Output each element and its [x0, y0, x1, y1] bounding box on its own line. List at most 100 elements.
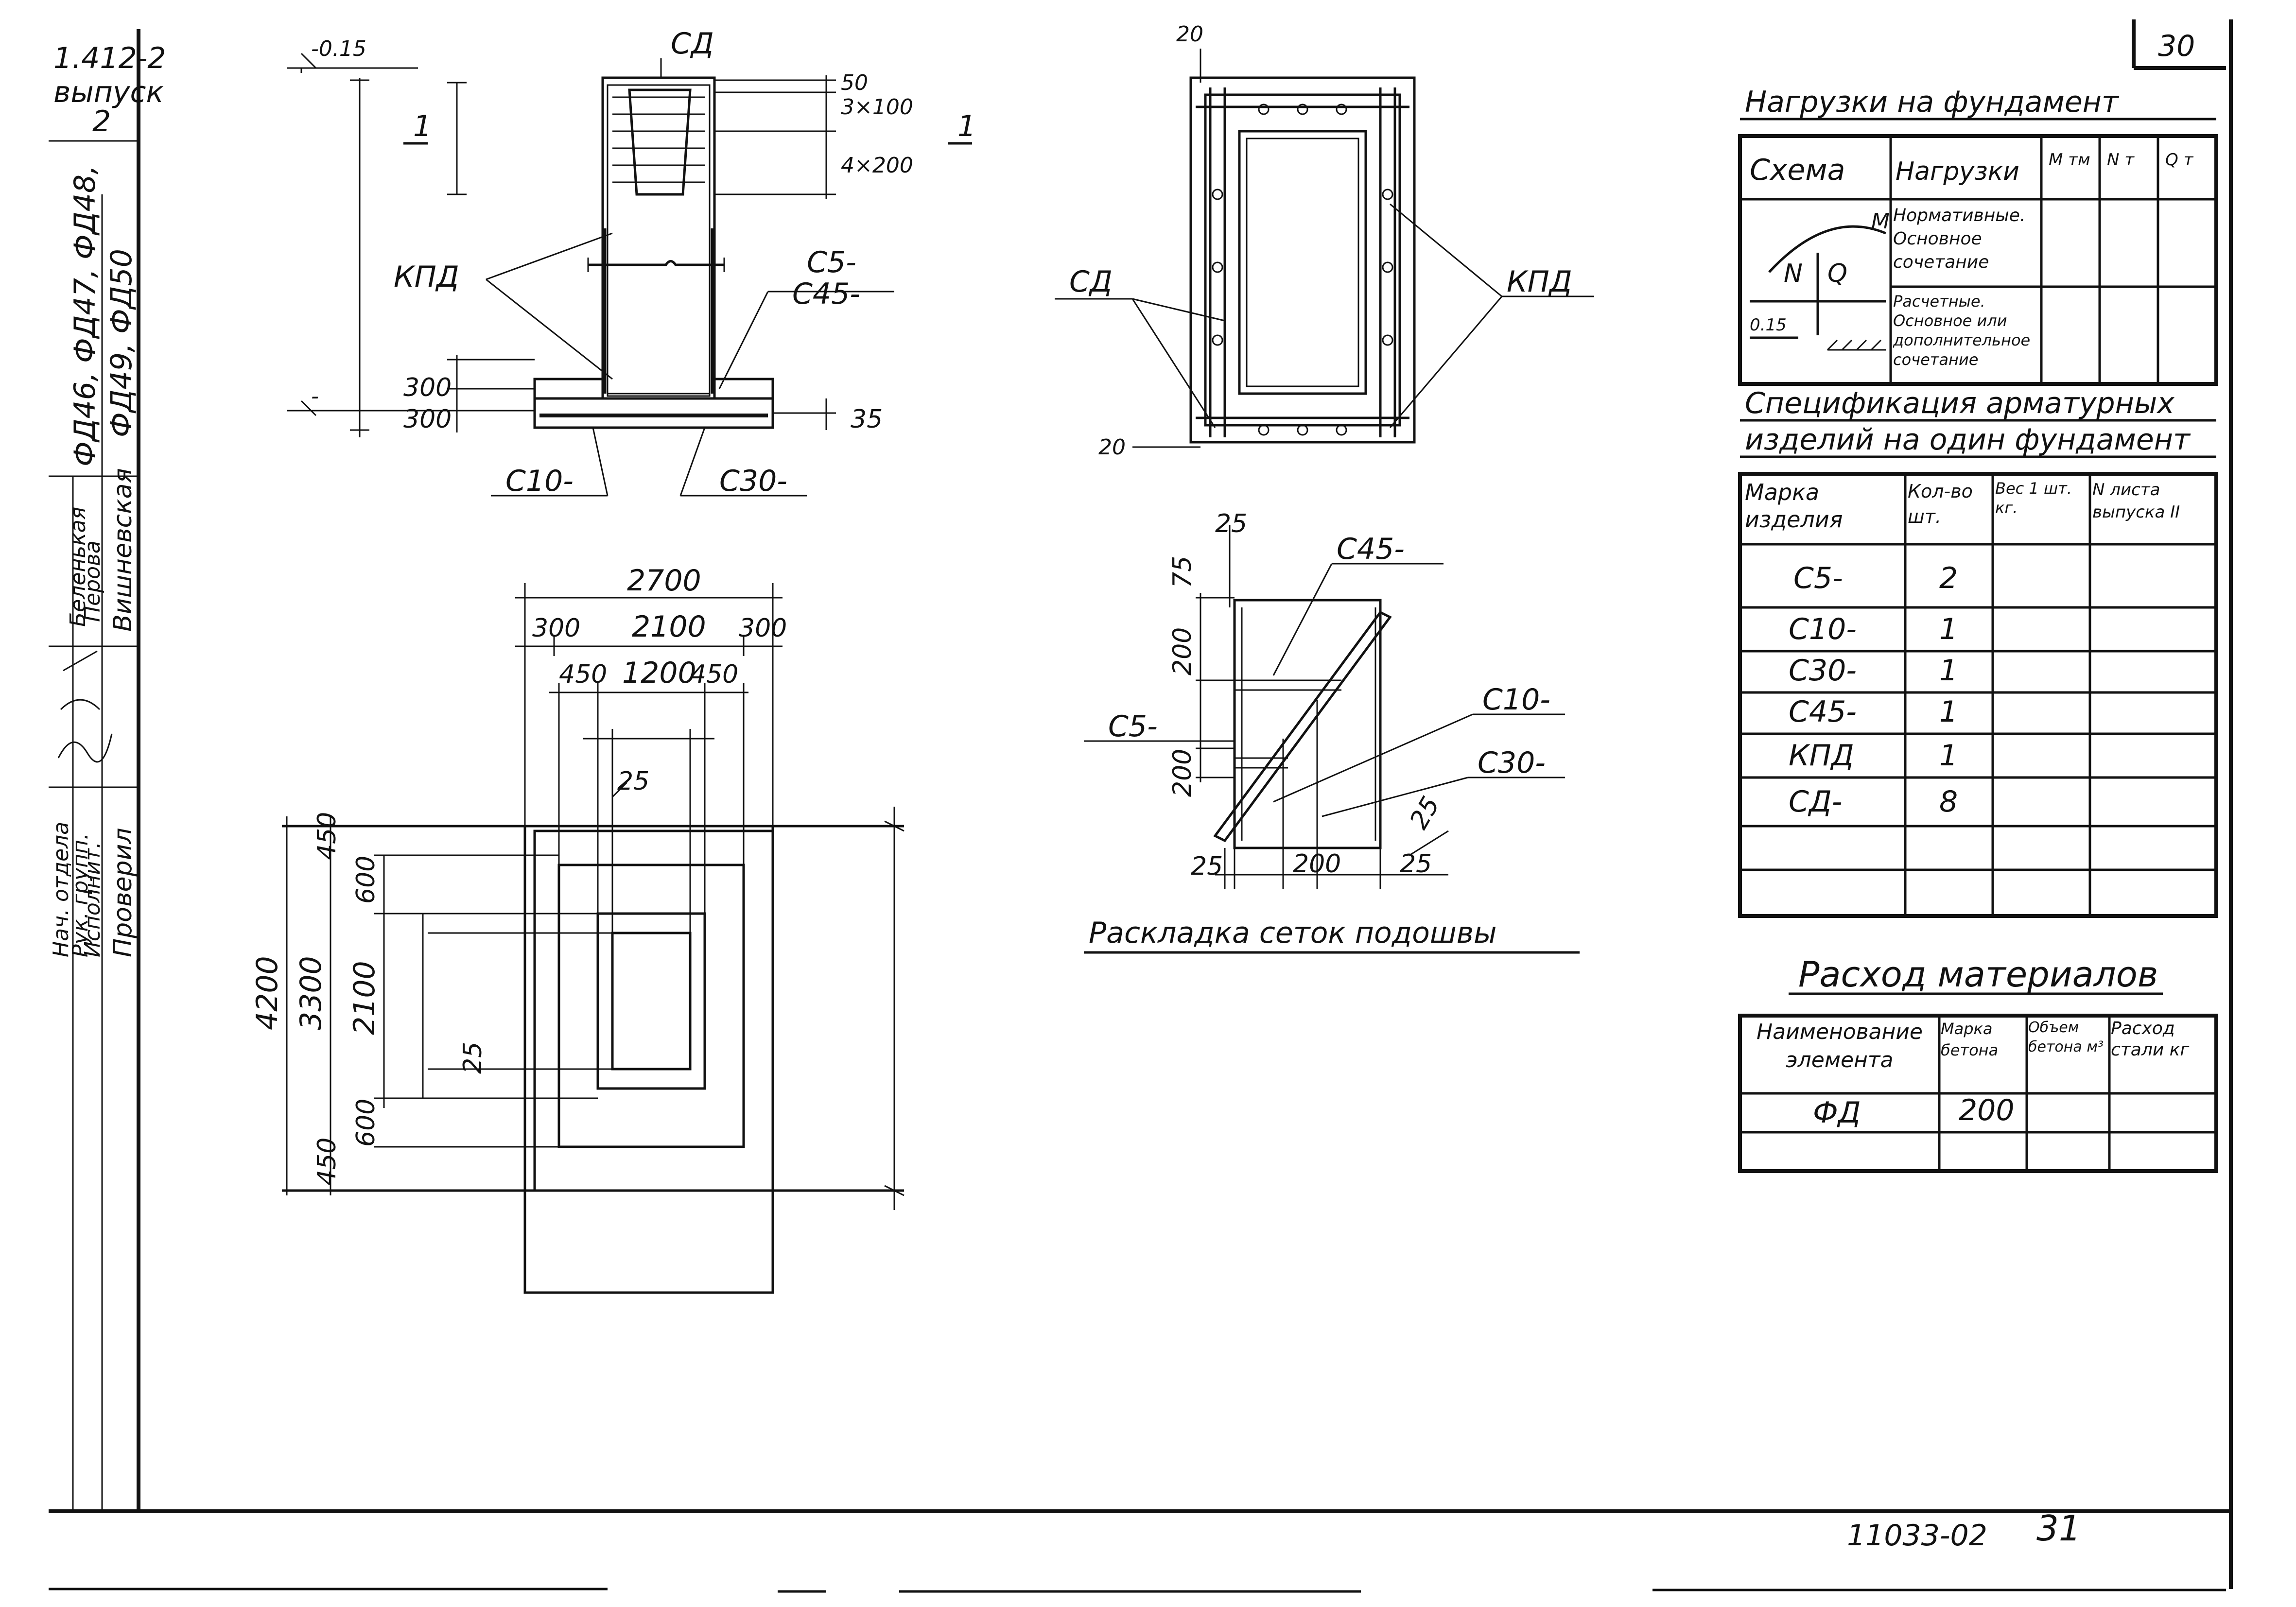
spec-row-1-mark: С5- — [1793, 561, 1843, 595]
stamp-marks-2: ФД49, ФД50 — [104, 249, 139, 437]
loads-table-title: Нагрузки на фундамент — [1745, 85, 2120, 119]
dim-2100-top: 2100 — [632, 610, 706, 644]
label-c5-section: С5- — [807, 245, 856, 279]
materials-header-concrete-volume: Объем бетона м³ — [2028, 1019, 2104, 1055]
dim-75-mesh: 75 — [1168, 556, 1197, 588]
materials-header-concrete-grade: Марка бетона — [1941, 1019, 1999, 1059]
sheet-frame — [49, 19, 2233, 1593]
column-top-detail: 20 20 СД КПД — [1055, 22, 1594, 460]
loads-row-normative: Нормативные. Основное сочетание — [1893, 206, 2026, 272]
loads-header-n: N т — [2107, 150, 2135, 170]
dim-50: 50 — [841, 70, 868, 95]
section-label-right: 1 — [957, 109, 976, 143]
dim-2700: 2700 — [627, 564, 701, 598]
label-c45-section: С45- — [792, 277, 860, 311]
label-sd-top: СД — [671, 27, 714, 61]
label-c5-mesh: С5- — [1108, 709, 1158, 743]
label-c45-mesh: С45- — [1337, 532, 1405, 566]
spec-header-mark: Марка изделия — [1745, 479, 1843, 533]
mesh-layout-title: Раскладка сеток подошвы — [1089, 916, 1497, 950]
loads-row-design: Расчетные. Основное или дополнительное с… — [1893, 292, 2031, 369]
stamp-series: 1.412-2 — [53, 41, 166, 75]
dim-25-plan-left: 25 — [458, 1042, 487, 1074]
loads-header-scheme: Схема — [1750, 153, 1845, 187]
dim-20-bottom: 20 — [1098, 435, 1126, 460]
spec-row-6-mark: СД- — [1789, 785, 1842, 819]
dim-300-right: 300 — [739, 614, 787, 643]
dim-25-plan-top: 25 — [617, 767, 649, 796]
spec-table: Спецификация арматурных изделий на один … — [1738, 386, 2218, 918]
dim-200-mesh-1: 200 — [1168, 627, 1197, 675]
spec-header-sheet: N листа выпуска II — [2092, 480, 2180, 522]
title-stamp: 1.412-2 выпуск 2 ФД46, ФД47, ФД48, ФД49,… — [49, 41, 166, 1511]
scheme-label-q: Q — [1827, 259, 1847, 288]
dim-4x200: 4×200 — [841, 153, 913, 178]
dim-450-plan-top: 450 — [313, 812, 342, 860]
dim-200-mesh-2: 200 — [1168, 749, 1197, 797]
stamp-issue-number: 2 — [92, 104, 111, 138]
scheme-label-m: M — [1871, 209, 1890, 234]
stamp-role-3: Исполнит. — [80, 842, 105, 957]
spec-header-qty: Кол-во шт. — [1908, 481, 1973, 527]
spec-row-2-mark: С10- — [1789, 612, 1857, 646]
spec-row-3-mark: С30- — [1789, 654, 1857, 688]
spec-row-4-qty: 1 — [1939, 695, 1958, 729]
spec-row-3-qty: 1 — [1939, 654, 1958, 688]
section-view: -0.15 - СД 1 1 — [287, 27, 976, 498]
load-scheme-sketch: M N Q 0.15 — [1750, 209, 1890, 351]
label-c10-section: С10- — [505, 464, 574, 498]
label-c10-mesh: С10- — [1482, 683, 1550, 717]
label-kpd-section: КПД — [394, 260, 459, 294]
materials-row-1-grade: 200 — [1959, 1093, 2015, 1127]
stamp-name-1: Беленькая — [66, 507, 90, 627]
loads-header-loads: Нагрузки — [1896, 157, 2019, 186]
spec-row-5-qty: 1 — [1939, 739, 1958, 773]
mesh-layout: С45- С5- С10- С30- 25 75 200 200 25 200 … — [1084, 509, 1580, 954]
materials-header-element: Наименование элемента — [1757, 1019, 1923, 1072]
stamp-name-3: Вишневская — [108, 468, 138, 632]
label-c30-mesh: С30- — [1478, 746, 1546, 780]
dim-450-left: 450 — [559, 660, 607, 689]
label-sd-detail: СД — [1069, 265, 1113, 299]
stamp-role-1: Нач. отдела — [49, 822, 73, 957]
spec-header-weight: Вес 1 шт. кг. — [1995, 479, 2072, 517]
dim-300-upper: 300 — [403, 373, 452, 402]
section-label-left: 1 — [413, 109, 432, 143]
scheme-label-level: 0.15 — [1750, 315, 1787, 335]
spec-row-5-mark: КПД — [1789, 739, 1854, 773]
scheme-label-n: N — [1784, 259, 1803, 288]
dim-450-right: 450 — [690, 660, 738, 689]
dim-25-mesh-corner: 25 — [1404, 792, 1445, 834]
label-c30-section: С30- — [719, 464, 787, 498]
loads-table: Нагрузки на фундамент Схема Нагрузки M т… — [1738, 85, 2218, 386]
spec-table-title-1: Спецификация арматурных — [1745, 386, 2174, 420]
level-mark-top: -0.15 — [311, 36, 366, 61]
plan-view: 2700 300 2100 300 450 1200 450 25 4200 3… — [250, 564, 904, 1294]
dim-600-bottom: 600 — [351, 1099, 381, 1147]
dim-35: 35 — [851, 405, 883, 434]
spec-table-title-2: изделий на один фундамент — [1745, 423, 2191, 457]
dim-20-top: 20 — [1176, 22, 1203, 47]
materials-header-steel: Расход стали кг — [2111, 1019, 2190, 1060]
dim-25-mesh-top: 25 — [1215, 509, 1247, 538]
dim-4200: 4200 — [250, 956, 284, 1030]
stamp-issue: выпуск — [53, 75, 164, 109]
stamp-role-2: Рук. групп. — [68, 833, 93, 957]
dim-1200: 1200 — [622, 656, 696, 690]
dim-300-lower: 300 — [403, 405, 452, 434]
dim-450-plan-bottom: 450 — [313, 1138, 342, 1186]
stamp-role-4: Проверил — [108, 828, 138, 957]
footer-doc-code: 11033-02 — [1847, 1519, 1987, 1553]
dim-3x100: 3×100 — [841, 95, 913, 120]
spec-row-2-qty: 1 — [1939, 612, 1958, 646]
dim-2100-left: 2100 — [348, 961, 382, 1035]
materials-row-1-element: ФД — [1813, 1096, 1861, 1130]
loads-header-m: M тм — [2049, 150, 2090, 170]
label-kpd-detail: КПД — [1507, 265, 1572, 299]
spec-row-1-qty: 2 — [1939, 561, 1958, 595]
stamp-marks-1: ФД46, ФД47, ФД48, — [68, 165, 102, 467]
dim-25-mesh-right: 25 — [1400, 849, 1432, 879]
signature-mark — [57, 650, 113, 763]
level-mark-bottom: - — [311, 384, 319, 409]
